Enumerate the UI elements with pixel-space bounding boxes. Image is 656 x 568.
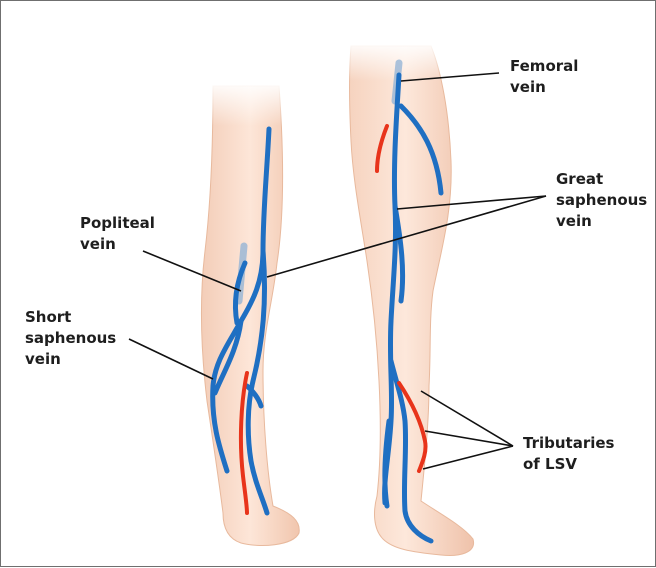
posterior-leg-skin: [201, 86, 299, 546]
label-great-saphenous-line-3: vein: [556, 211, 647, 232]
label-tributaries-line-2: of LSV: [523, 454, 614, 475]
posterior-leg-fade: [206, 81, 286, 126]
label-short-saphenous-line-1: Short: [25, 307, 116, 328]
label-short-saphenous-line-3: vein: [25, 349, 116, 370]
label-tributaries-line-1: Tributaries: [523, 433, 614, 454]
label-short-saphenous-vein: Short saphenous vein: [25, 307, 116, 370]
label-femoral-vein: Femoral vein: [510, 56, 578, 98]
label-short-saphenous-line-2: saphenous: [25, 328, 116, 349]
anterior-leg-skin: [350, 46, 474, 555]
posterior-leg: [201, 81, 299, 546]
label-popliteal-vein: Popliteal vein: [80, 213, 155, 255]
label-popliteal-line-1: Popliteal: [80, 213, 155, 234]
leader-lines: [129, 73, 546, 469]
label-great-saphenous-line-2: saphenous: [556, 190, 647, 211]
label-great-saphenous-vein: Great saphenous vein: [556, 169, 647, 232]
label-femoral-vein-line-1: Femoral: [510, 56, 578, 77]
leader-short-saphenous: [129, 339, 213, 379]
label-femoral-vein-line-2: vein: [510, 77, 578, 98]
label-popliteal-line-2: vein: [80, 234, 155, 255]
label-great-saphenous-line-1: Great: [556, 169, 647, 190]
label-tributaries-of-lsv: Tributaries of LSV: [523, 433, 614, 475]
leader-tributaries-3: [423, 446, 513, 469]
